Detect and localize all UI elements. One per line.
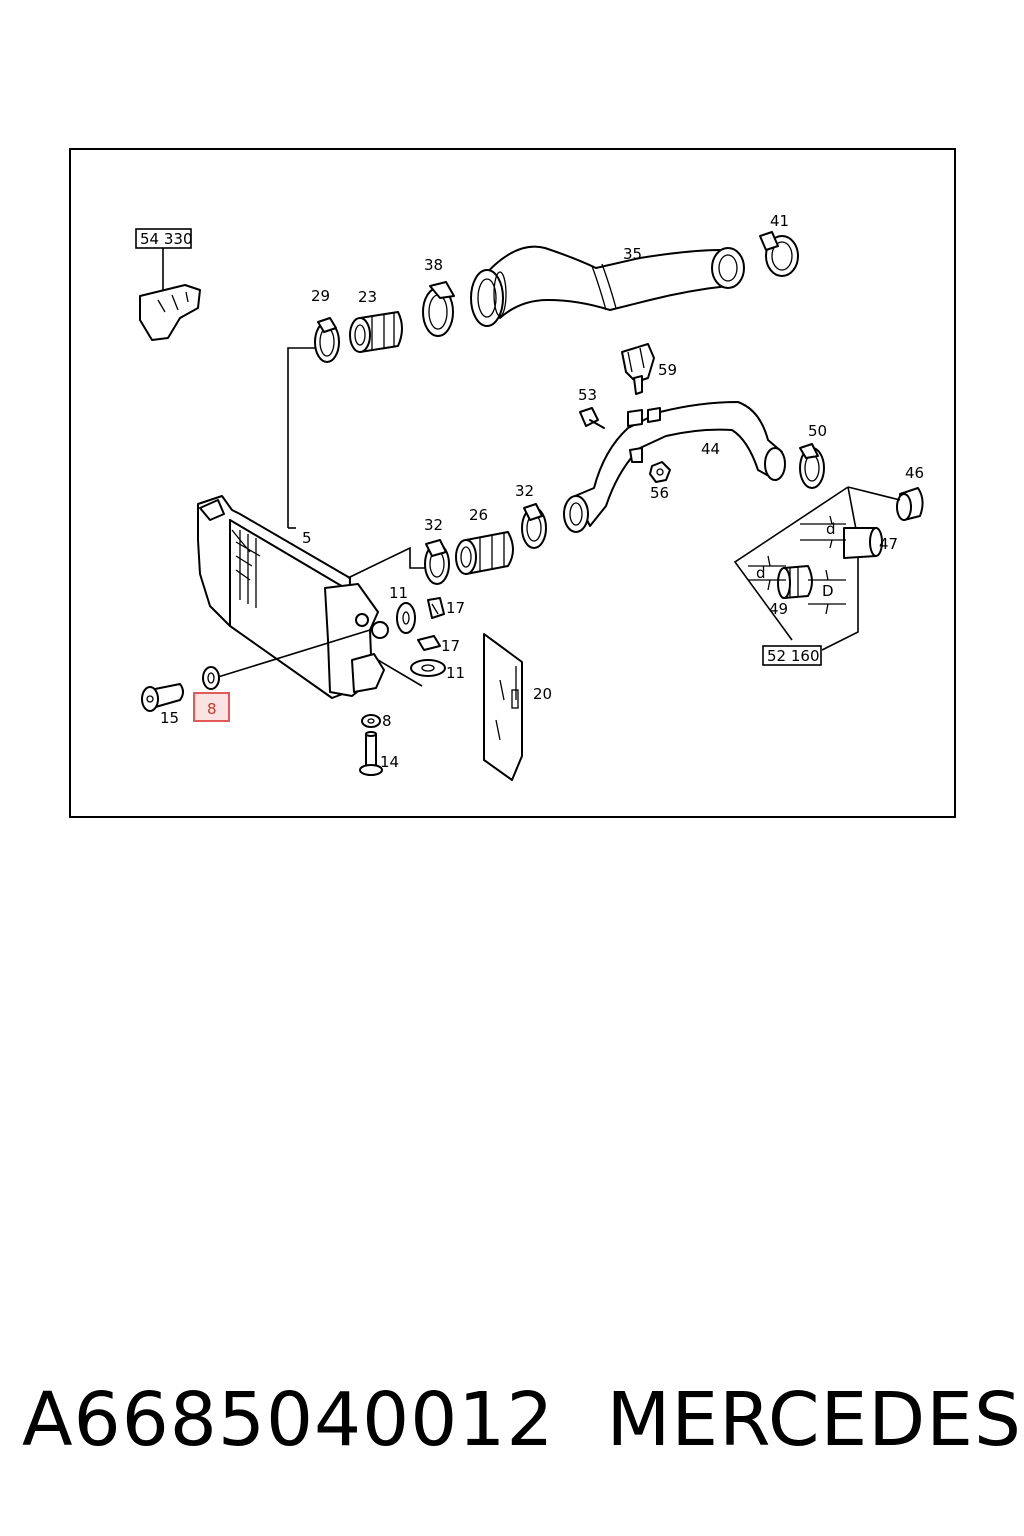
svg-text:44: 44	[701, 440, 720, 458]
svg-text:50: 50	[808, 422, 827, 440]
svg-text:32: 32	[515, 482, 534, 500]
svg-text:D: D	[822, 582, 834, 600]
svg-text:53: 53	[578, 386, 597, 404]
washer-8	[361, 714, 381, 728]
svg-text:56: 56	[650, 484, 669, 502]
svg-text:47: 47	[879, 535, 898, 553]
hose-23	[349, 311, 403, 353]
svg-text:11: 11	[446, 664, 465, 682]
svg-text:38: 38	[424, 256, 443, 274]
parts-diagram: 54 330 29 23 38 35	[69, 148, 956, 818]
washer-11-lower	[410, 659, 446, 677]
svg-text:41: 41	[770, 212, 789, 230]
bracket-plate-20	[483, 633, 523, 781]
pressure-sensor-59	[621, 343, 655, 395]
svg-text:d: d	[756, 564, 766, 582]
hose-clamp-50	[799, 443, 825, 489]
svg-text:17: 17	[446, 599, 465, 617]
svg-text:35: 35	[623, 245, 642, 263]
pin-14	[359, 731, 383, 776]
svg-text:5: 5	[302, 529, 312, 547]
diagram-frame	[69, 148, 956, 818]
svg-text:14: 14	[380, 753, 399, 771]
svg-text:11: 11	[389, 584, 408, 602]
hose-26	[455, 531, 514, 575]
clip-17-upper	[427, 597, 445, 619]
svg-text:29: 29	[311, 287, 330, 305]
clip-17-lower	[417, 635, 441, 651]
hose-clamp-29	[314, 317, 340, 363]
dimension-detail: d d D	[733, 486, 883, 651]
svg-text:59: 59	[658, 361, 677, 379]
hose-clamp-38	[422, 281, 455, 337]
hose-clamp-32-left	[424, 539, 450, 585]
svg-text:32: 32	[424, 516, 443, 534]
hose-clamp-32-right	[521, 503, 547, 549]
highlight-box	[193, 692, 230, 722]
svg-text:52 160: 52 160	[767, 647, 820, 665]
svg-text:d: d	[826, 520, 836, 538]
sensor-bracket-54330: 54 330	[135, 228, 201, 341]
svg-text:46: 46	[905, 464, 924, 482]
svg-text:23: 23	[358, 288, 377, 306]
washer-8-highlighted: 8	[193, 666, 230, 722]
nut-56	[649, 461, 671, 483]
sleeve-46	[896, 487, 924, 521]
svg-text:8: 8	[382, 712, 392, 730]
charge-air-pipe-44	[563, 401, 786, 533]
screw-15	[141, 683, 184, 712]
svg-text:49: 49	[769, 600, 788, 618]
svg-text:20: 20	[533, 685, 552, 703]
caption: A6685040012 MERCEDES	[22, 1365, 1022, 1475]
hose-clamp-41	[759, 231, 799, 277]
washer-11-upper	[396, 602, 416, 634]
svg-text:26: 26	[469, 506, 488, 524]
svg-text:17: 17	[441, 637, 460, 655]
part-number: A6685040012	[22, 1377, 555, 1463]
svg-text:15: 15	[160, 709, 179, 727]
bolt-53	[579, 407, 605, 429]
brand-name: MERCEDES	[606, 1377, 1022, 1463]
ref-box-52160: 52 160	[762, 645, 822, 666]
charge-air-hose-35	[470, 245, 745, 327]
svg-text:54 330: 54 330	[140, 230, 193, 248]
intercooler-5	[197, 495, 389, 699]
svg-text:8: 8	[207, 700, 217, 718]
